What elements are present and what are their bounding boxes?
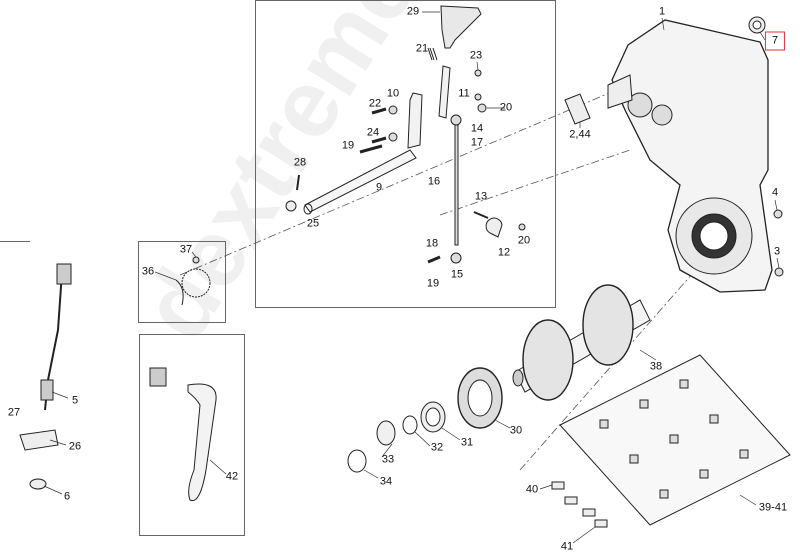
callout-7-highlighted[interactable]: 7 [764,31,786,51]
callout-13[interactable]: 13 [474,190,488,203]
shaft [304,149,417,213]
callout-16[interactable]: 16 [427,175,441,188]
bracket-26 [19,429,59,451]
sleeve [564,93,591,125]
callout-24[interactable]: 24 [366,126,380,139]
callout-38[interactable]: 38 [649,360,663,373]
callout-22[interactable]: 22 [368,97,382,110]
callout-10[interactable]: 10 [386,87,400,100]
sensor-group-box [138,241,226,323]
callout-31[interactable]: 31 [460,436,474,449]
callout-34[interactable]: 34 [379,475,393,488]
cap [376,420,396,446]
callout-26[interactable]: 26 [68,440,82,453]
clamp [485,217,503,238]
shifter-handle [440,5,482,49]
callout-12[interactable]: 12 [497,246,511,259]
callout-20[interactable]: 20 [499,101,513,114]
callout-6[interactable]: 6 [63,490,71,503]
callout-2-44[interactable]: 2,44 [569,128,591,141]
callout-40[interactable]: 40 [525,483,539,496]
lever-plate [438,65,451,119]
callout-4[interactable]: 4 [771,186,779,199]
callout-36[interactable]: 36 [141,265,155,278]
callout-32[interactable]: 32 [430,441,444,454]
sprocket-right [582,284,634,366]
callout-17[interactable]: 17 [470,136,484,149]
circlip [347,449,367,473]
callout-25[interactable]: 25 [306,217,320,230]
callout-33[interactable]: 33 [381,453,395,466]
guide-group-box [139,334,245,536]
callout-41[interactable]: 41 [560,540,574,553]
callout-23[interactable]: 23 [469,49,483,62]
bracket [407,92,423,149]
callout-19[interactable]: 19 [341,139,355,152]
shifter-group-box [255,0,556,308]
callout-37[interactable]: 37 [179,243,193,256]
callout-42[interactable]: 42 [225,470,239,483]
callout-5[interactable]: 5 [71,394,79,407]
callout-3[interactable]: 3 [773,245,781,258]
spring [427,47,438,61]
callout-11[interactable]: 11 [458,87,470,100]
clip-41 [594,519,608,528]
bushing [285,200,297,212]
callout-15[interactable]: 15 [450,268,464,281]
callout-1[interactable]: 1 [658,5,666,18]
callout-19-lower[interactable]: 19 [426,277,440,290]
callout-9[interactable]: 9 [375,181,383,194]
chain-guide [187,383,217,502]
callout-28[interactable]: 28 [293,156,307,169]
connector [149,367,167,387]
o-ring [402,415,418,435]
callout-21[interactable]: 21 [415,42,429,55]
callout-29[interactable]: 29 [406,5,420,18]
callout-18[interactable]: 18 [425,237,439,250]
callout-14[interactable]: 14 [470,122,484,135]
clip-40 [551,481,565,490]
trigger-wheel [181,268,211,298]
sprocket-left [522,319,574,401]
callout-20-lower[interactable]: 20 [517,234,531,247]
callout-30[interactable]: 30 [509,424,523,437]
callout-27[interactable]: 27 [7,406,21,419]
callout-39-41[interactable]: 39-41 [758,501,788,514]
